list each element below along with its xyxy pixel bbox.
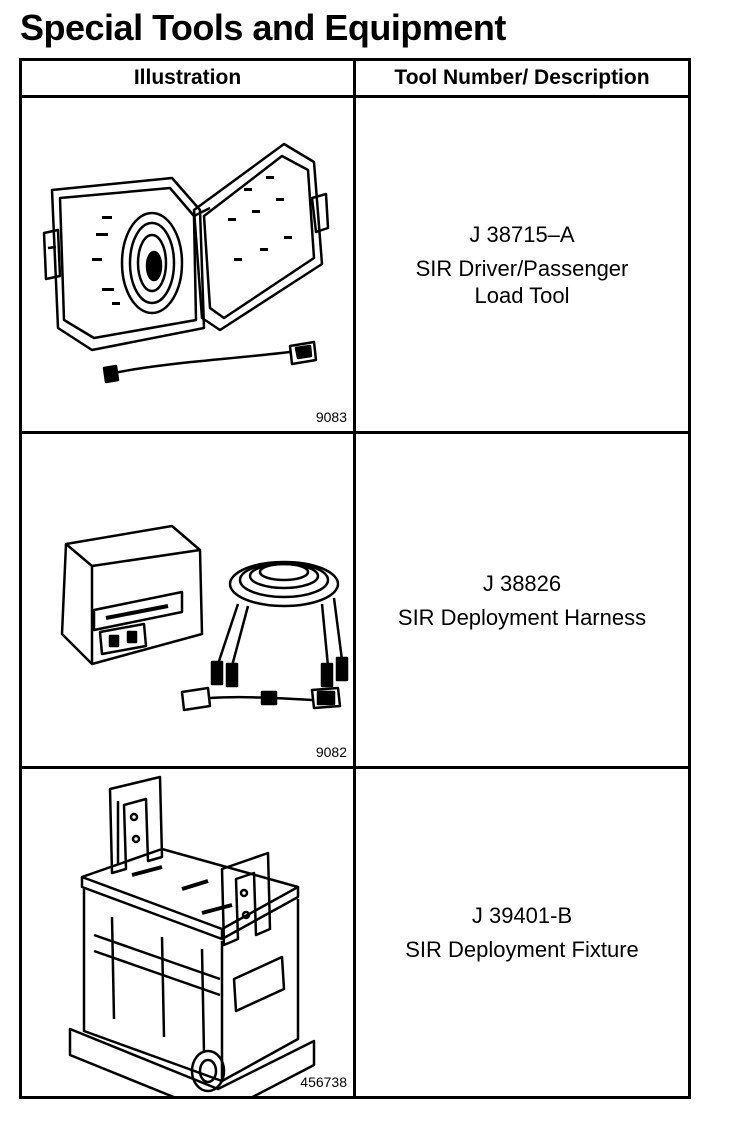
illustration-cell: 9082 [22,434,353,766]
header-illustration: Illustration [133,66,242,89]
description-cell: J 39401-B SIR Deployment Fixture [356,769,688,1096]
load-tool-case-illustration [42,142,330,384]
tool-number: J 38715–A [469,221,575,247]
tool-description: SIR Driver/Passenger Load Tool [415,255,629,308]
page-title: Special Tools and Equipment [20,7,506,48]
tool-description: SIR Deployment Fixture [405,937,639,962]
figure-number: 9082 [315,744,347,760]
header-tool-description: Tool Number/ Description [394,66,650,89]
table-row: 456738 J 39401-B SIR Deployment Fixture [22,769,688,1096]
illustration-cell: 456738 [22,769,353,1096]
special-tools-table: Illustration Tool Number/ Description [19,58,691,1099]
illustration-cell: 9083 [22,98,353,431]
figure-number: 9083 [315,409,347,425]
column-divider [353,61,356,1096]
deployment-harness-illustration [60,524,349,712]
deployment-fixture-illustration [68,775,316,1096]
tool-number: J 38826 [482,570,562,596]
description-cell: J 38715–A SIR Driver/Passenger Load Tool [356,98,688,431]
table-row: 9083 J 38715–A SIR Driver/Passenger Load… [22,98,688,434]
tool-description: SIR Deployment Harness [397,604,647,630]
description-cell: J 38826 SIR Deployment Harness [356,434,688,766]
table-row: 9082 J 38826 SIR Deployment Harness [22,434,688,769]
table-header-row: Illustration Tool Number/ Description [22,61,688,98]
figure-number: 456738 [300,1074,347,1090]
tool-number: J 39401-B [471,903,573,928]
